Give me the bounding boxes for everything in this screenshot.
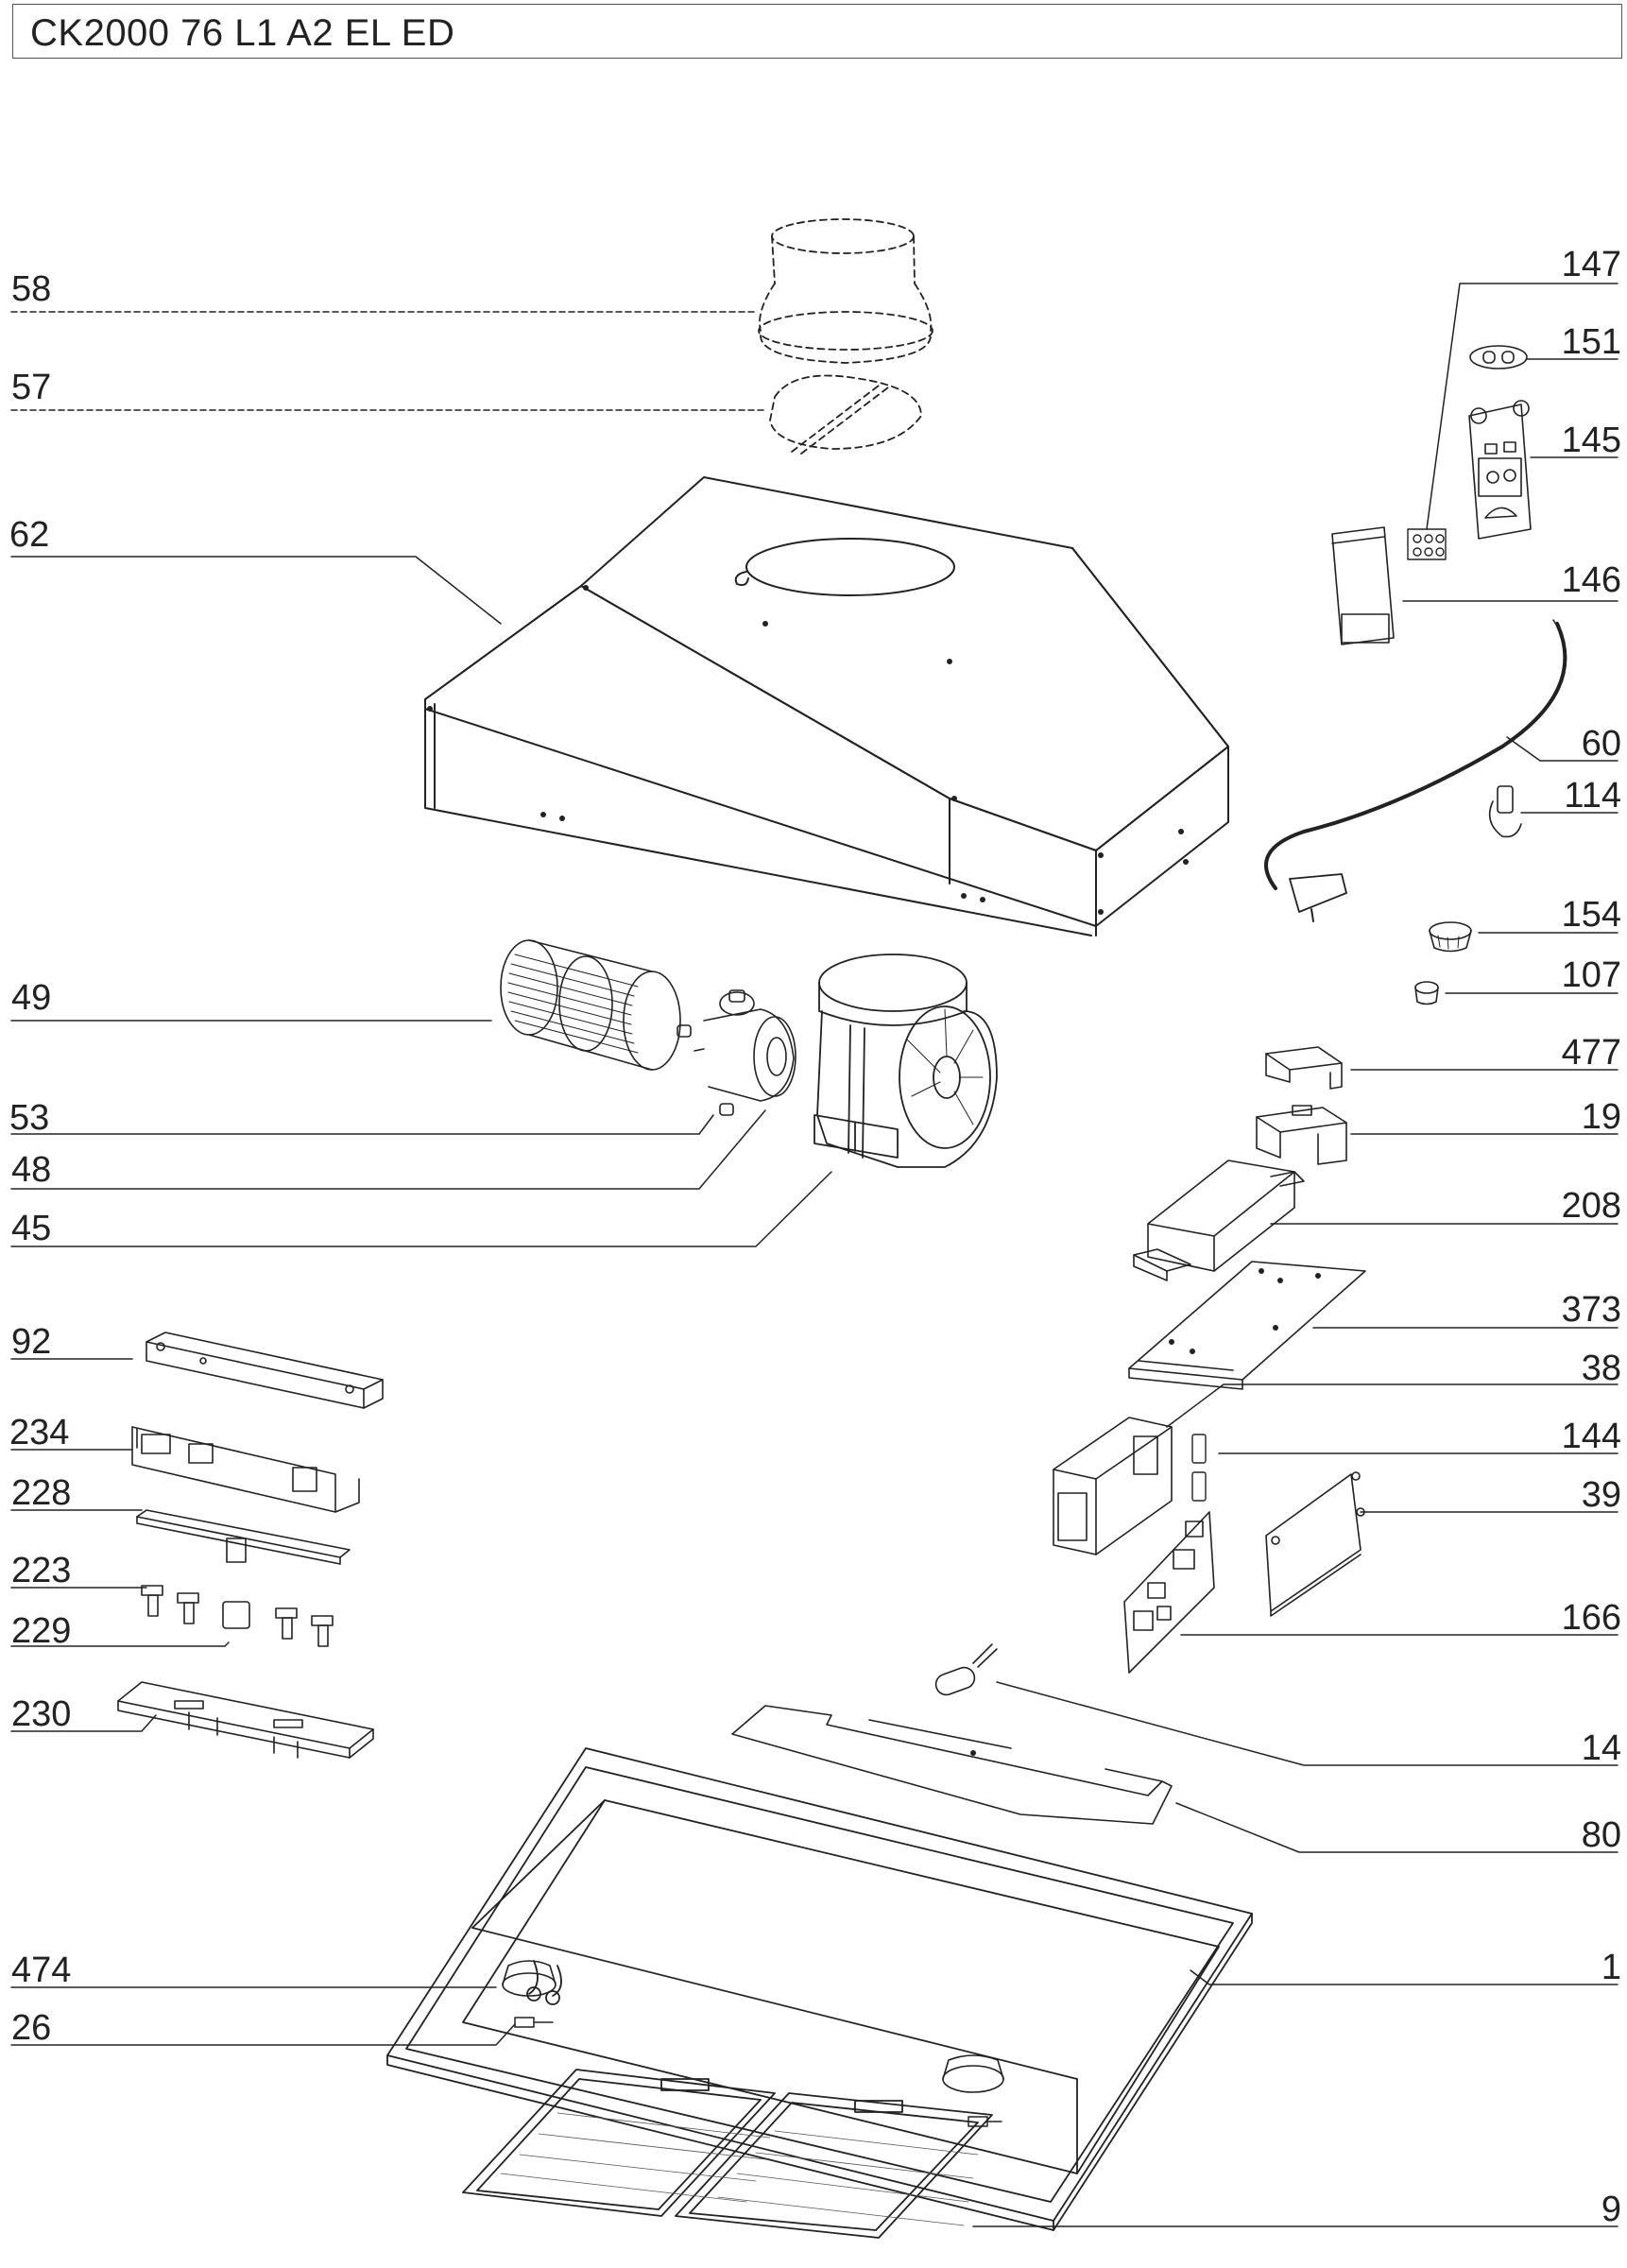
terminal-block-part xyxy=(1407,528,1447,560)
callout-145: 145 xyxy=(1562,421,1621,460)
hood-body-part xyxy=(424,476,1229,936)
transformer-part xyxy=(1133,1160,1305,1281)
small-bushing-part xyxy=(1414,981,1439,1005)
callout-92: 92 xyxy=(11,1322,51,1362)
callout-228: 228 xyxy=(11,1473,71,1513)
callout-151: 151 xyxy=(1562,322,1621,362)
callout-39: 39 xyxy=(1582,1475,1621,1515)
callout-53: 53 xyxy=(9,1098,49,1138)
fan-wheel-part xyxy=(500,939,681,1071)
blower-housing-part xyxy=(814,954,998,1168)
mounting-plate-part xyxy=(1128,1261,1366,1390)
callout-45: 45 xyxy=(11,1209,51,1248)
hood-frame-part xyxy=(386,1747,1253,2231)
pcb-cover-part xyxy=(1265,1471,1365,1617)
callout-147: 147 xyxy=(1562,245,1621,284)
light-housing-part xyxy=(502,1960,1004,2093)
switch-plate-part xyxy=(1468,400,1532,540)
callout-1: 1 xyxy=(1601,1948,1621,1987)
cable-clip-part xyxy=(1488,785,1522,838)
inner-panel-part xyxy=(731,1705,1173,1825)
callout-230: 230 xyxy=(11,1694,71,1734)
callout-57: 57 xyxy=(11,368,51,407)
callout-26: 26 xyxy=(11,2008,51,2048)
cover-cap-part xyxy=(1265,1046,1343,1090)
diagram-title: CK2000 76 L1 A2 EL ED xyxy=(30,12,455,54)
fuse-holder-part xyxy=(1191,1434,1207,1502)
callout-80: 80 xyxy=(1582,1815,1621,1855)
callout-229: 229 xyxy=(11,1611,71,1651)
callout-107: 107 xyxy=(1562,955,1621,995)
cable-strain-part xyxy=(1429,921,1472,953)
callout-154: 154 xyxy=(1562,895,1621,935)
callout-223: 223 xyxy=(11,1551,71,1590)
callout-373: 373 xyxy=(1562,1290,1621,1330)
push-buttons-part xyxy=(141,1585,334,1647)
callout-144: 144 xyxy=(1562,1417,1621,1456)
control-frame-part xyxy=(131,1426,360,1513)
backdraft-flap-part xyxy=(769,374,922,455)
callout-166: 166 xyxy=(1562,1598,1621,1638)
title-box: CK2000 76 L1 A2 EL ED xyxy=(12,4,1622,59)
callout-477: 477 xyxy=(1562,1033,1621,1073)
callout-38: 38 xyxy=(1582,1349,1621,1388)
callout-14: 14 xyxy=(1582,1728,1621,1768)
callout-234: 234 xyxy=(9,1413,69,1452)
capacitor-part xyxy=(934,1643,998,1696)
callout-60: 60 xyxy=(1582,724,1621,764)
duct-collar-part xyxy=(758,218,933,364)
callout-62: 62 xyxy=(9,515,49,555)
callout-146: 146 xyxy=(1562,560,1621,600)
grease-filter-part xyxy=(462,2069,993,2239)
switch-board-part xyxy=(117,1681,374,1759)
fan-motor-part xyxy=(676,989,796,1116)
leader-lines xyxy=(10,283,1618,2227)
control-bracket-part xyxy=(146,1332,384,1409)
bulb-part xyxy=(514,2017,1002,2127)
callout-114: 114 xyxy=(1564,776,1621,816)
callout-208: 208 xyxy=(1562,1186,1621,1226)
callout-58: 58 xyxy=(11,269,51,309)
relay-box-part xyxy=(1053,1417,1173,1555)
callout-48: 48 xyxy=(11,1150,51,1190)
grommet-part xyxy=(1469,345,1528,369)
callout-labels: 58 57 62 49 53 48 45 92 234 228 223 229 … xyxy=(9,245,1621,2229)
control-board-part xyxy=(1123,1511,1215,1674)
callout-9: 9 xyxy=(1601,2190,1621,2229)
junction-box-part xyxy=(1331,526,1395,645)
callout-49: 49 xyxy=(11,978,51,1018)
callout-474: 474 xyxy=(11,1950,71,1990)
bracket-part xyxy=(1256,1105,1347,1165)
callout-19: 19 xyxy=(1582,1097,1621,1137)
control-strip-part xyxy=(136,1509,351,1565)
power-cable-part xyxy=(1264,619,1567,922)
